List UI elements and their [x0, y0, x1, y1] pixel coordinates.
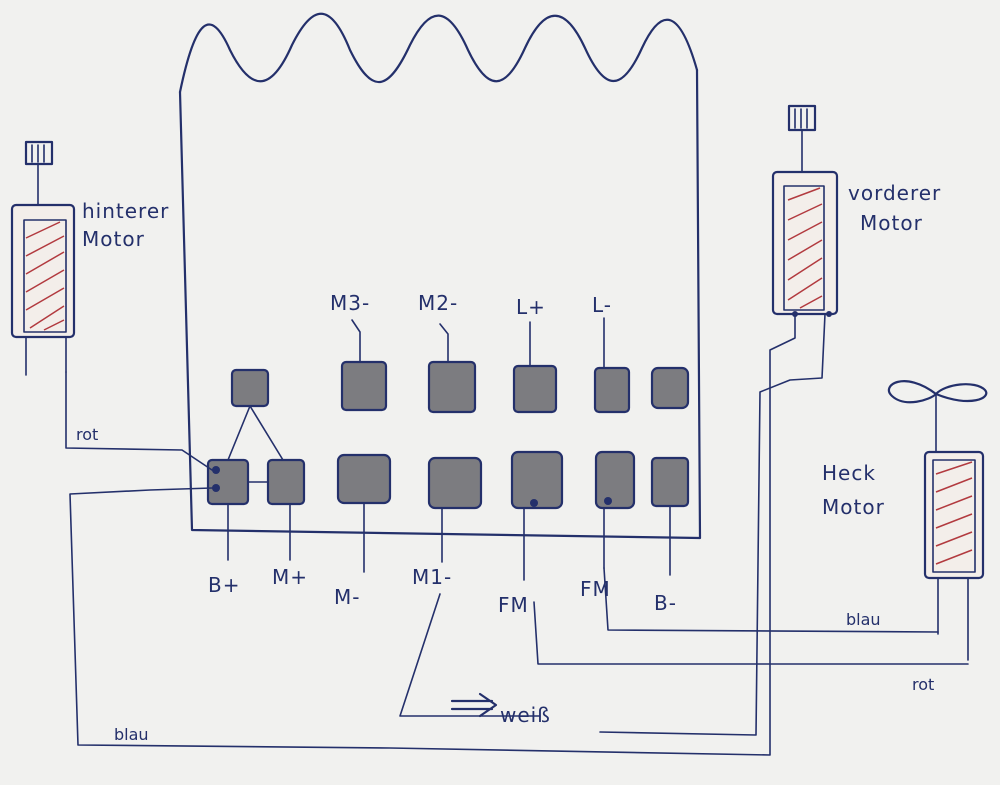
pad-m3-minus [340, 360, 388, 412]
board-wavy-top [178, 12, 699, 94]
label-m3-minus: M3- [330, 291, 370, 315]
label-wire-rot-tail: rot [912, 675, 934, 694]
label-tail-motor-1: Heck [822, 461, 876, 485]
label-front-motor-2: Motor [860, 211, 923, 235]
pad-l-minus [593, 366, 631, 414]
rear-motor [10, 140, 76, 376]
front-motor [771, 104, 839, 317]
pad-m-plus [266, 458, 306, 506]
label-m-minus: M- [334, 585, 360, 609]
weiss-arrow [450, 692, 498, 718]
pad-top-unlabeled [230, 368, 270, 408]
wires [65, 313, 969, 756]
label-wire-blau-bottom: blau [114, 725, 149, 744]
top-pad-leads [227, 317, 605, 461]
controller-board [178, 12, 702, 540]
labels: hinterer Motor vorderer Motor Heck Motor… [76, 181, 941, 744]
label-rear-motor-2: Motor [82, 227, 145, 251]
label-wire-rot-rear: rot [76, 425, 98, 444]
label-m1-minus: M1- [412, 565, 452, 589]
wire-blau-rear [69, 313, 796, 756]
pad-fm-1 [510, 450, 564, 510]
bottom-pad-leads [227, 502, 671, 581]
wire-rot-tail [533, 601, 969, 665]
rear-motor-body [10, 203, 76, 339]
label-front-motor-1: vorderer [848, 181, 941, 205]
label-m2-minus: M2- [418, 291, 458, 315]
label-b-minus: B- [654, 591, 677, 615]
pad-m1-minus [427, 456, 483, 510]
label-fm-1: FM [498, 593, 529, 617]
pad-m-minus [336, 453, 392, 505]
wire-front-motor-return [599, 313, 826, 736]
label-rear-motor-1: hinterer [82, 199, 169, 223]
label-wire-weiss: weiß [500, 703, 551, 727]
wire-rot-rear [65, 371, 213, 471]
label-tail-motor-2: Motor [822, 495, 885, 519]
pad-fm-2 [594, 450, 636, 510]
label-wire-blau-tail: blau [846, 610, 881, 629]
front-motor-gear [787, 104, 817, 132]
rear-motor-gear [24, 140, 54, 166]
label-l-plus: L+ [516, 295, 546, 319]
bottom-row-pads [206, 450, 690, 510]
label-l-minus: L- [592, 293, 612, 317]
label-b-plus: B+ [208, 573, 240, 597]
top-row-pads [230, 360, 690, 414]
tail-motor-body [923, 450, 985, 580]
label-fm-2: FM [580, 577, 611, 601]
wire-weiss [399, 593, 541, 717]
pad-l-plus [512, 364, 558, 414]
solder-dots [212, 466, 612, 507]
pad-top-right [650, 366, 690, 410]
label-m-plus: M+ [272, 565, 308, 589]
wire-blau-tail [603, 567, 939, 633]
tail-propeller [887, 380, 988, 404]
pad-m2-minus [427, 360, 477, 414]
pad-b-minus [650, 456, 690, 508]
tail-motor [887, 380, 988, 661]
